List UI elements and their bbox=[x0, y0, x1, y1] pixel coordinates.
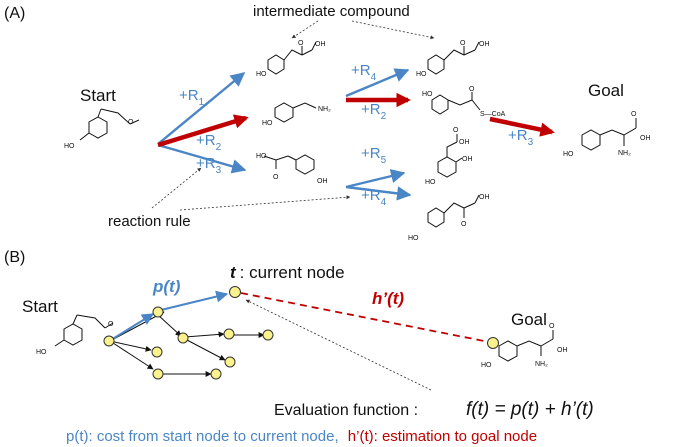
svg-text:O: O bbox=[631, 111, 637, 118]
start-molecule-b: O HO bbox=[36, 314, 114, 356]
h-t-label: h’(t) bbox=[372, 289, 404, 308]
node-n4 bbox=[223, 328, 235, 340]
svg-text:HO: HO bbox=[36, 349, 47, 356]
svg-text:HO: HO bbox=[64, 143, 75, 150]
node-n3 bbox=[151, 346, 163, 358]
svg-text:NH₂: NH₂ bbox=[618, 150, 631, 157]
node-n5 bbox=[262, 329, 274, 341]
molecule-hydroxyphenylacetic-acid: HO O OH bbox=[256, 153, 328, 185]
svg-text:OH: OH bbox=[479, 41, 490, 48]
svg-text:O: O bbox=[453, 127, 459, 134]
molecule-dihydroxyphenylacetic-acid: O OH OH HO bbox=[425, 127, 473, 186]
node-n2 bbox=[177, 332, 189, 344]
node-n7 bbox=[152, 368, 164, 380]
legend-line: p(t): cost from start node to current no… bbox=[66, 428, 537, 445]
rule-label-r1: +R1 bbox=[179, 87, 205, 108]
svg-text:NH₂: NH₂ bbox=[318, 106, 331, 113]
svg-text:O: O bbox=[460, 40, 466, 47]
search-tree-edges bbox=[109, 311, 265, 377]
svg-text:HO: HO bbox=[416, 71, 427, 78]
red-path-arrows bbox=[157, 92, 555, 148]
reaction-rule-label: reaction rule bbox=[108, 213, 191, 230]
panel-b-label: (B) bbox=[4, 249, 25, 266]
goal-molecule-b: O OH NH₂ HO bbox=[481, 323, 568, 369]
svg-text:NH₂: NH₂ bbox=[535, 361, 548, 368]
svg-text:O: O bbox=[128, 119, 134, 126]
node-n1 bbox=[152, 306, 164, 318]
search-nodes bbox=[103, 286, 499, 380]
rule-label-r2: +R2 bbox=[196, 132, 222, 153]
node-start bbox=[103, 335, 115, 347]
evaluation-function-label: Evaluation function : bbox=[274, 402, 418, 419]
svg-text:S—CoA: S—CoA bbox=[480, 111, 506, 118]
svg-text:HO: HO bbox=[256, 71, 267, 78]
svg-text:O: O bbox=[461, 221, 467, 228]
svg-text:O: O bbox=[108, 321, 114, 328]
molecule-keto-acid-bottom: O OH HO bbox=[408, 194, 490, 242]
goal-molecule-a: O OH NH₂ HO bbox=[563, 111, 651, 158]
rule-label-r3: +R3 bbox=[196, 155, 222, 176]
svg-text:OH: OH bbox=[317, 178, 328, 185]
svg-text:HO: HO bbox=[481, 362, 492, 369]
node-current bbox=[229, 286, 241, 298]
node-goal bbox=[487, 337, 499, 349]
current-node-label: t: current node bbox=[230, 263, 345, 282]
evaluation-pointer bbox=[245, 299, 432, 391]
svg-text:OH: OH bbox=[557, 347, 568, 354]
svg-text:O: O bbox=[273, 174, 279, 181]
svg-text:OH: OH bbox=[640, 135, 651, 142]
panel-a-start-label: Start bbox=[80, 86, 116, 105]
panel-b-goal-label: Goal bbox=[511, 310, 547, 329]
svg-text:HO: HO bbox=[262, 120, 273, 127]
svg-text:OH: OH bbox=[462, 156, 473, 163]
molecule-coa-thioester: O S—CoA HO bbox=[422, 86, 506, 118]
panel-a-goal-label: Goal bbox=[588, 81, 624, 100]
svg-text:HO: HO bbox=[425, 179, 436, 186]
svg-text:HO: HO bbox=[408, 235, 419, 242]
rule-label-r2-middle: +R2 bbox=[361, 101, 387, 122]
molecule-keto-acid-right: O OH HO bbox=[416, 40, 490, 78]
rule-label-r4-top: +R4 bbox=[351, 62, 377, 83]
start-molecule-a: O HO bbox=[64, 108, 140, 150]
svg-text:O: O bbox=[549, 323, 555, 330]
search-path-p-edges bbox=[110, 290, 229, 341]
molecule-tyramine: NH₂ HO bbox=[262, 102, 331, 127]
legend-p: p(t): cost from start node to current no… bbox=[66, 428, 339, 445]
svg-text:OH: OH bbox=[479, 194, 490, 201]
panel-a-label: (A) bbox=[4, 5, 25, 22]
node-n6 bbox=[224, 356, 236, 368]
heuristic-estimate-line bbox=[240, 292, 490, 343]
svg-text:O: O bbox=[298, 40, 304, 47]
panel-b-start-label: Start bbox=[22, 297, 58, 316]
intermediate-compound-label: intermediate compound bbox=[253, 3, 410, 20]
svg-text:HO: HO bbox=[256, 153, 267, 160]
legend-h: h’(t): estimation to goal node bbox=[348, 428, 537, 445]
svg-text:OH: OH bbox=[459, 139, 470, 146]
reaction-rule-pointers bbox=[151, 167, 351, 211]
rule-label-r4-bottom: +R4 bbox=[361, 187, 387, 208]
svg-text:OH: OH bbox=[315, 41, 326, 48]
svg-text:HO: HO bbox=[563, 151, 574, 158]
svg-text:O: O bbox=[469, 86, 475, 93]
svg-text:HO: HO bbox=[422, 91, 433, 98]
rule-label-r3-goal: +R3 bbox=[508, 127, 534, 148]
node-n8 bbox=[210, 368, 222, 380]
p-t-label: p(t) bbox=[152, 277, 181, 296]
intermediate-pointers bbox=[291, 20, 435, 40]
rule-label-r5: +R5 bbox=[361, 145, 387, 166]
evaluation-formula: f(t) = p(t) + h’(t) bbox=[466, 399, 594, 420]
molecule-4-hydroxyphenylpyruvate-top: O OH HO bbox=[256, 40, 326, 78]
blue-reaction-arrows bbox=[157, 68, 412, 201]
